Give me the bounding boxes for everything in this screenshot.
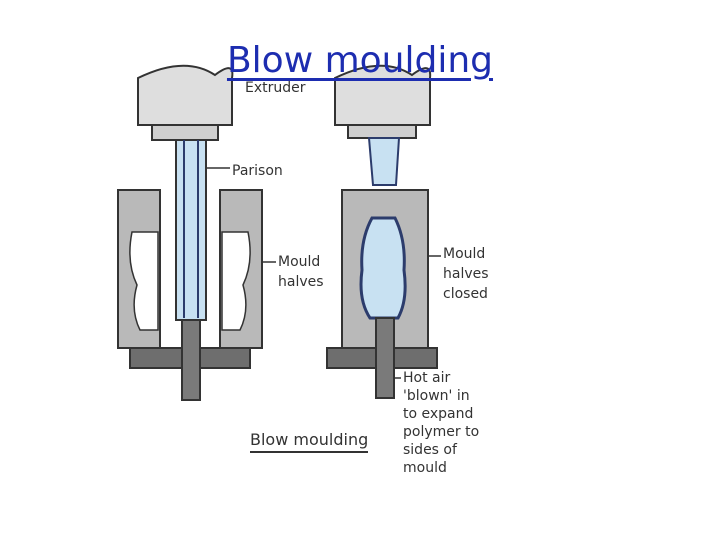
label-extruder: Extruder xyxy=(245,80,306,96)
label-closed-3: closed xyxy=(443,286,488,302)
label-parison: Parison xyxy=(232,163,283,179)
parison-tube xyxy=(175,139,207,321)
label-mould-halves-2: halves xyxy=(278,274,324,290)
extruder-left xyxy=(137,64,234,126)
diagram-labels: Extruder Parison Mould halves Mould halv… xyxy=(207,80,489,476)
blown-bottle xyxy=(359,216,407,320)
label-air-4: polymer to xyxy=(403,424,479,440)
pinched-parison xyxy=(367,137,401,186)
label-air-6: mould xyxy=(403,460,447,476)
label-mould-halves-1: Mould xyxy=(278,254,320,270)
label-air-3: to expand xyxy=(403,406,473,422)
air-pipe-left xyxy=(181,319,201,401)
closed-mould-stage xyxy=(326,64,438,399)
label-closed-2: halves xyxy=(443,266,489,282)
label-air-2: 'blown' in xyxy=(403,388,470,404)
extruder-right xyxy=(334,64,432,126)
label-air-5: sides of xyxy=(403,442,458,458)
open-mould-stage xyxy=(117,64,263,401)
extruder-nozzle-right xyxy=(347,124,417,139)
page-title: Blow moulding xyxy=(226,40,494,81)
label-air-1: Hot air xyxy=(403,370,451,386)
extruder-nozzle-left xyxy=(151,124,219,141)
caption: Blow moulding xyxy=(250,430,368,449)
air-pipe-right xyxy=(375,317,395,399)
label-closed-1: Mould xyxy=(443,246,485,262)
